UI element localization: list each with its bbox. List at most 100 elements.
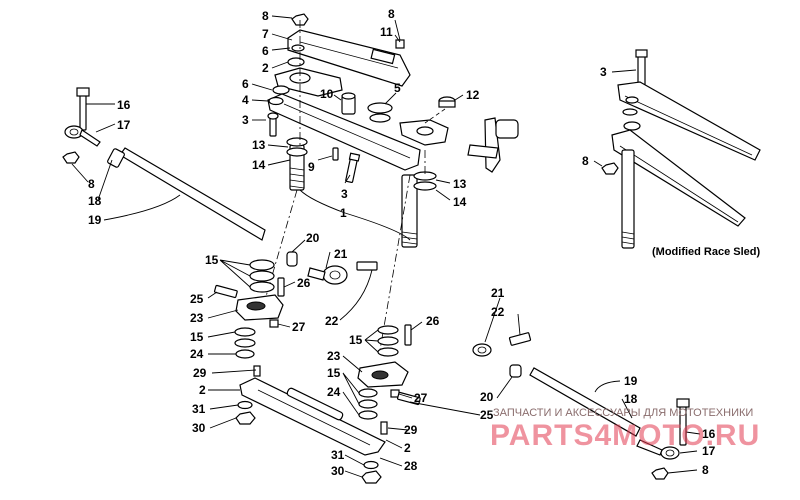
callout-16: 16 — [702, 427, 716, 441]
tie-rod-left — [107, 147, 266, 241]
bushing-5 — [367, 102, 393, 123]
rod-end-21-right — [472, 343, 492, 357]
callout-18: 18 — [624, 392, 638, 406]
bolt-25-left — [213, 284, 238, 299]
nut-8-right — [651, 467, 669, 480]
bolt-26-left — [277, 277, 285, 297]
washers-15-24-left — [234, 327, 256, 359]
callout-12: 12 — [466, 88, 480, 102]
jam-nut-21-left — [307, 265, 348, 285]
callout-20: 20 — [480, 390, 494, 404]
callout-27: 27 — [414, 391, 428, 405]
callout-8: 8 — [388, 7, 395, 21]
drag-link-28 — [239, 377, 386, 456]
callout-8: 8 — [262, 9, 269, 23]
callout-8: 8 — [702, 463, 709, 477]
steering-post-right — [401, 171, 437, 248]
washers-15-left — [249, 259, 275, 293]
callout-17: 17 — [117, 118, 131, 132]
washers-15-24-right — [358, 388, 378, 420]
watermark-brand: PARTS4MOTO.RU — [490, 419, 760, 452]
callout-5: 5 — [394, 81, 401, 95]
callout-22: 22 — [491, 305, 505, 319]
callout-30: 30 — [331, 464, 345, 478]
callout-7: 7 — [262, 27, 269, 41]
callout-6: 6 — [242, 77, 249, 91]
callout-18: 18 — [88, 194, 102, 208]
callout-13: 13 — [252, 138, 266, 152]
callout-21: 21 — [334, 247, 348, 261]
cap-12 — [438, 96, 456, 108]
callout-24: 24 — [327, 385, 341, 399]
callout-10: 10 — [320, 87, 334, 101]
watermark-caption: ЗАПЧАСТИ И АКСЕССУАРЫ ДЛЯ МОТОТЕХНИКИ — [493, 407, 753, 419]
callout-8: 8 — [582, 154, 589, 168]
nut-27-left — [269, 319, 279, 328]
spindle-bracket — [467, 117, 519, 173]
callout-30: 30 — [192, 421, 206, 435]
rod-end-17-right — [636, 439, 680, 460]
callout-3: 3 — [242, 113, 249, 127]
callout-2: 2 — [262, 61, 269, 75]
nut-8-top — [291, 13, 309, 26]
nut-30-left — [235, 411, 256, 425]
callout-9: 9 — [308, 160, 315, 174]
nut-30-right — [361, 470, 382, 484]
bolt-3-center — [345, 152, 361, 183]
callout-27: 27 — [292, 320, 306, 334]
callout-15: 15 — [349, 333, 363, 347]
callout-19: 19 — [624, 374, 638, 388]
pitman-arm-23-left — [235, 294, 284, 321]
callout-29: 29 — [404, 423, 418, 437]
washer-31-right — [363, 460, 379, 470]
tie-rod-right — [529, 367, 641, 437]
callout-2: 2 — [404, 441, 411, 455]
callout-4: 4 — [242, 93, 249, 107]
spacer-10 — [341, 92, 356, 115]
callout-11: 11 — [380, 25, 393, 39]
upper-steering-arm-plate — [287, 29, 411, 87]
inset-race-sled — [601, 49, 761, 249]
callout-31: 31 — [192, 402, 206, 416]
rod-end-17-left — [64, 125, 101, 147]
nut-8-left — [62, 151, 80, 164]
spacer-20-left — [286, 251, 298, 267]
callout-23: 23 — [327, 349, 341, 363]
callout-15: 15 — [190, 330, 204, 344]
leader-lines — [71, 15, 701, 478]
washer-31-left — [237, 400, 253, 410]
callout-numbers: 8 7 6 2 6 4 3 13 14 9 3 10 8 11 5 12 13 … — [88, 7, 716, 478]
callout-22: 22 — [325, 314, 339, 328]
pin-29-right — [380, 421, 388, 435]
callout-1: 1 — [340, 206, 347, 220]
callout-26: 26 — [297, 276, 311, 290]
bolt-3-left — [267, 112, 279, 137]
callout-29: 29 — [193, 366, 207, 380]
callout-28: 28 — [404, 459, 418, 473]
watermark: ЗАПЧАСТИ И АКСЕССУАРЫ ДЛЯ МОТОТЕХНИКИ PA… — [490, 407, 760, 452]
callout-3: 3 — [341, 187, 348, 201]
inset-caption: (Modified Race Sled) — [652, 246, 761, 258]
callout-15: 15 — [327, 366, 341, 380]
bolt-22-left — [356, 261, 378, 271]
callout-25: 25 — [190, 292, 204, 306]
bolt-9 — [332, 147, 339, 161]
spacer-20-right — [509, 364, 522, 378]
bolt-16-left — [76, 87, 90, 131]
callout-17: 17 — [702, 444, 716, 458]
callout-14: 14 — [453, 195, 467, 209]
steering-post-left — [286, 137, 308, 191]
callout-31: 31 — [331, 448, 345, 462]
washers-15-right — [377, 325, 399, 357]
callout-8: 8 — [88, 177, 95, 191]
callout-16: 16 — [117, 98, 131, 112]
callout-25: 25 — [480, 408, 494, 422]
callout-13: 13 — [453, 177, 467, 191]
callout-24: 24 — [190, 347, 204, 361]
pitman-arm-23-right — [357, 361, 409, 388]
callout-23: 23 — [190, 311, 204, 325]
bolt-16-right — [676, 398, 690, 446]
callout-3: 3 — [600, 65, 607, 79]
bolt-11 — [395, 39, 405, 49]
callout-21: 21 — [491, 286, 505, 300]
